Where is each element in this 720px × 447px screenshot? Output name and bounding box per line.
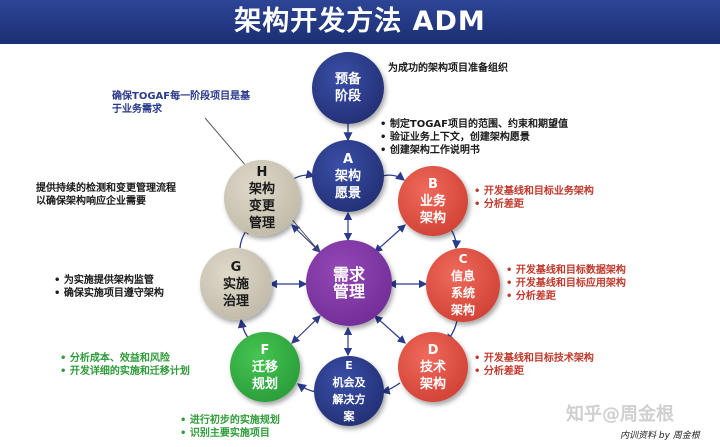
spoke-d	[374, 315, 406, 344]
node-label-line: 管理	[248, 216, 275, 231]
node-label-line: H	[256, 165, 268, 180]
spoke-b	[374, 224, 406, 253]
node-label-line: 愿景	[334, 185, 361, 201]
node-label-line: 治理	[222, 293, 249, 309]
note-line: 分析差距	[506, 290, 626, 303]
node-label-line: 架构	[248, 182, 275, 197]
note-phase-h: 提供持续的检测和变更管理流程以确保架构响应企业需要	[36, 182, 176, 208]
node-label-line: 机会及	[332, 376, 366, 389]
note-line: 开发基线和目标应用架构	[506, 277, 626, 290]
phase-h-node: H 架构变更管理	[224, 160, 300, 236]
node-label-line: 迁移	[251, 359, 278, 375]
phase-c-node: C 信息系统架构	[426, 248, 500, 322]
title-banner: 架构开发方法 ADM	[0, 0, 720, 44]
node-label-line: 需求	[332, 265, 365, 284]
arrow-a-b	[381, 171, 406, 181]
note-phase-a: 制定TOGAF项目的范围、约束和期望值验证业务上下文，创建架构愿景创建架构工作说…	[380, 118, 568, 157]
note-line: 进行初步的实施规划	[180, 414, 280, 427]
spoke-h	[291, 224, 321, 253]
preliminary-phase-node: 预备阶段	[312, 52, 384, 124]
node-label-line: 规划	[251, 376, 278, 392]
node-label-line: 实施	[222, 276, 249, 292]
node-label-line: 业务	[419, 193, 446, 209]
node-label-line: 预备	[334, 72, 361, 87]
note-line: 为实施提供架构监管	[54, 274, 164, 287]
note-line: 于业务需求	[112, 104, 162, 115]
note-requirements: 确保TOGAF每一阶段项目是基于业务需求	[112, 90, 250, 116]
note-line: 确保TOGAF每一阶段项目是基	[112, 91, 251, 102]
note-phase-e: 进行初步的实施规划识别主要实施项目	[180, 414, 280, 440]
arrow-d-e	[380, 382, 401, 395]
note-line: 确保实施项目遵守架构	[54, 287, 164, 300]
node-label-line: E	[345, 359, 353, 372]
node-label-line: 架构	[450, 303, 475, 317]
note-phase-c: 开发基线和目标数据架构开发基线和目标应用架构分析差距	[506, 264, 626, 303]
note-line: 制定TOGAF项目的范围、约束和期望值	[380, 118, 568, 131]
note-line: 分析差距	[474, 198, 594, 211]
watermark: 知乎@周金根	[566, 404, 674, 425]
node-label-line: A	[342, 151, 354, 167]
spoke-f	[291, 315, 321, 344]
node-label-line: 技术	[419, 359, 446, 375]
note-line: 开发详细的实施和迁移计划	[60, 365, 190, 378]
node-label-line: C	[458, 252, 468, 266]
note-line: 开发基线和目标业务架构	[474, 185, 594, 198]
note-phase-f: 分析成本、效益和风险开发详细的实施和迁移计划	[60, 352, 190, 378]
note-line: 识别主要实施项目	[180, 427, 280, 440]
node-label-line: 变更	[248, 199, 275, 214]
node-label-line: 案	[343, 410, 355, 423]
node-label-line: F	[260, 342, 270, 358]
node-label-line: 架构	[334, 168, 361, 184]
note-line: 分析成本、效益和风险	[60, 352, 190, 365]
node-label-line: 系统	[450, 286, 475, 300]
note-line: 开发基线和目标数据架构	[506, 264, 626, 277]
phase-e-node: E 机会及解决方案	[314, 356, 384, 426]
note-line: 以确保架构响应企业需要	[36, 196, 146, 207]
note-line: 提供持续的检测和变更管理流程	[36, 183, 176, 194]
note-line: 开发基线和目标技术架构	[474, 352, 594, 365]
node-label-line: 管理	[332, 282, 365, 301]
node-label-line: D	[427, 342, 439, 358]
node-label-line: B	[428, 176, 438, 192]
node-label-line: 解决方	[332, 393, 366, 406]
node-label-line: 阶段	[334, 89, 361, 104]
node-label-line: 架构	[419, 210, 446, 226]
note-line: 验证业务上下文，创建架构愿景	[380, 131, 568, 144]
note-phase-b: 开发基线和目标业务架构分析差距	[474, 185, 594, 211]
page-title: 架构开发方法 ADM	[234, 6, 486, 37]
note-phase-g: 为实施提供架构监管确保实施项目遵守架构	[54, 274, 164, 300]
node-label-line: G	[230, 259, 242, 275]
note-preliminary: 为成功的架构项目准备组织	[388, 63, 508, 74]
note-phase-d: 开发基线和目标技术架构分析差距	[474, 352, 594, 378]
note-line: 分析差距	[474, 365, 594, 378]
footer-credit: 内训资料 by 周金根	[620, 431, 700, 441]
requirements-management-node: 需求管理	[306, 240, 392, 326]
node-label-line: 信息	[450, 269, 475, 283]
note-line: 创建架构工作说明书	[380, 144, 568, 157]
node-label-line: 架构	[419, 376, 446, 392]
